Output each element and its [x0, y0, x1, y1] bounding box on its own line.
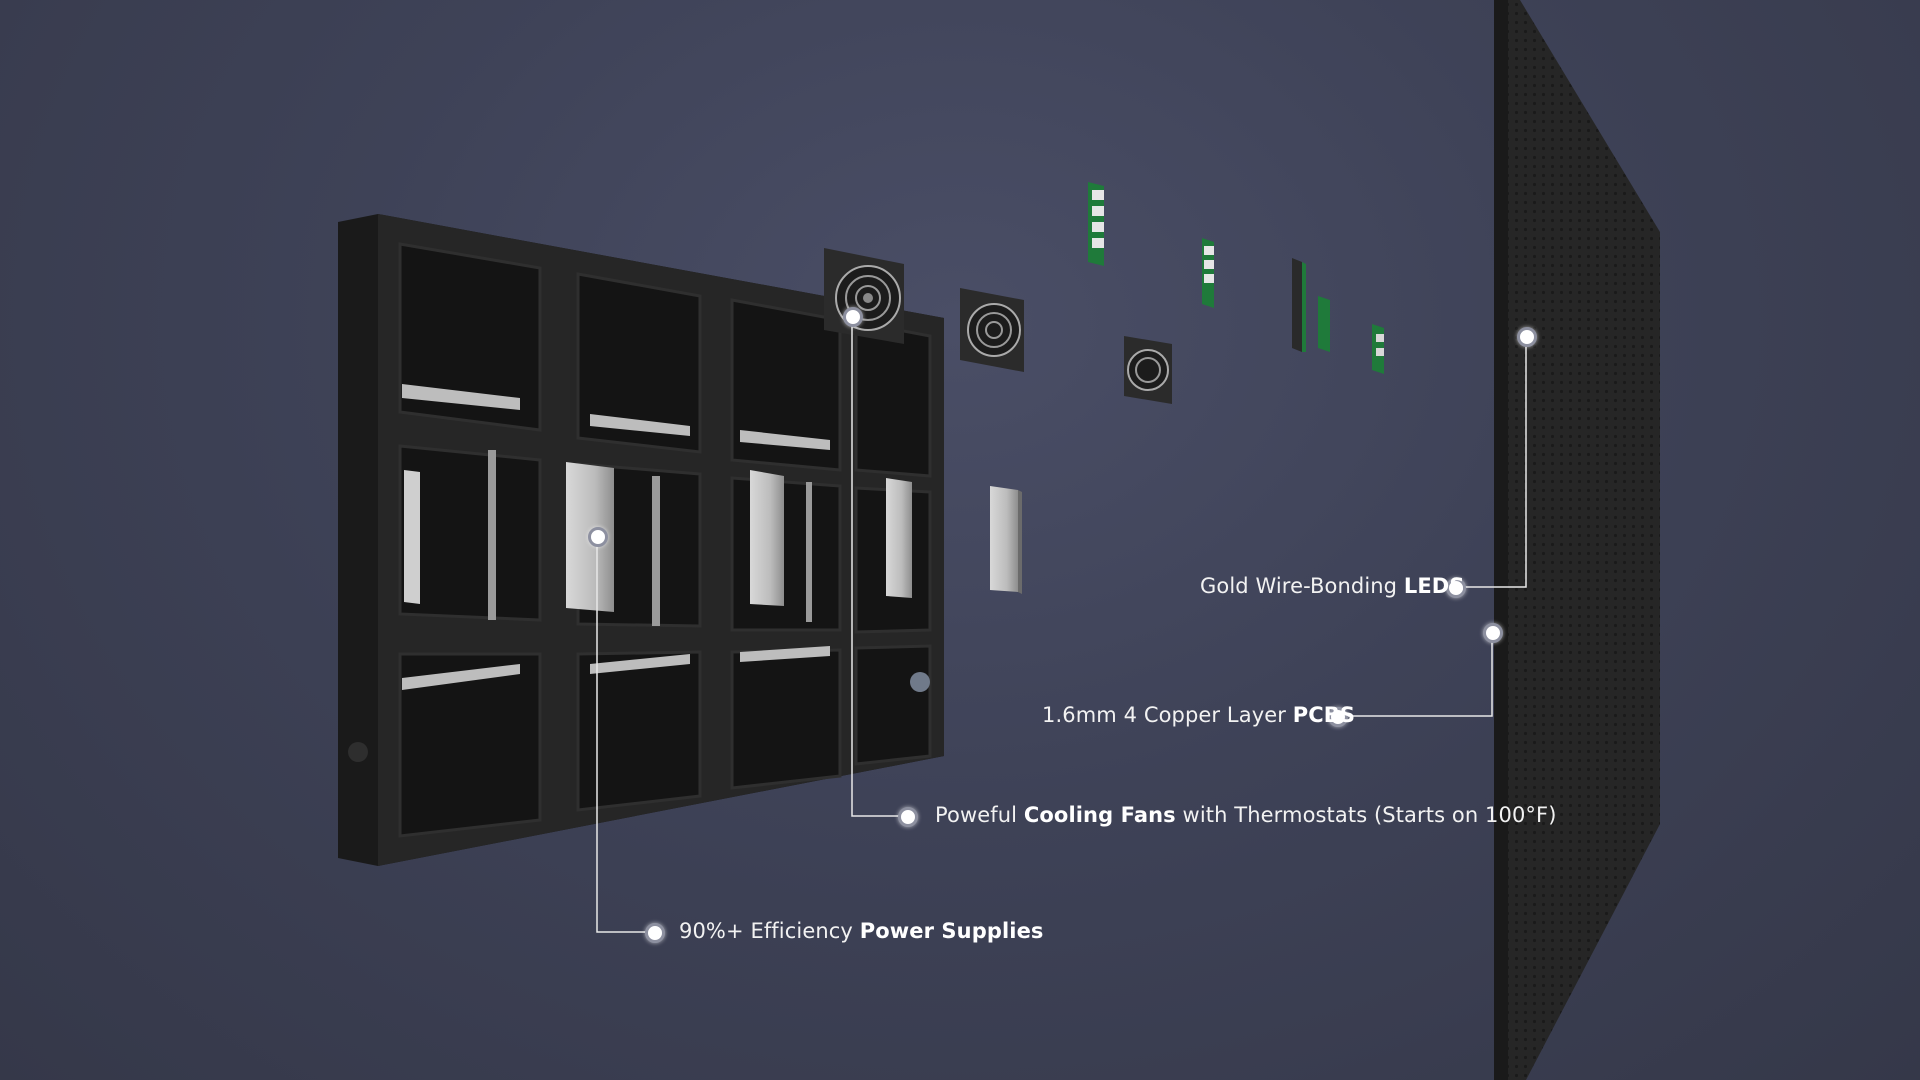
pcbs-callout-text: 1.6mm 4 Copper Layer	[1042, 703, 1293, 727]
fans-callout-post: with Thermostats (Starts on 100°F)	[1175, 803, 1557, 827]
pcb-boards	[1088, 182, 1384, 374]
power-callout-bold: Power Supplies	[859, 919, 1044, 943]
leds-callout-bold: LEDS	[1403, 574, 1465, 598]
cooling-fan-2	[960, 288, 1024, 372]
leds-callout-label: Gold Wire-Bonding LEDS	[1200, 574, 1465, 598]
pcbs-label-dot	[1328, 707, 1348, 727]
leds-anchor-dot	[1517, 327, 1537, 347]
fans-callout-label: Poweful Cooling Fans with Thermostats (S…	[935, 803, 1557, 827]
pcbs-callout-bold: PCBS	[1292, 703, 1356, 727]
cabinet-frame	[338, 214, 944, 866]
led-front-panel	[1494, 0, 1660, 1080]
power-anchor-dot	[588, 527, 608, 547]
cooling-fan-1	[824, 248, 904, 344]
leds-callout-text: Gold Wire-Bonding	[1200, 574, 1404, 598]
fans-label-dot	[898, 807, 918, 827]
power-supply-module	[990, 486, 1022, 594]
power-label-dot	[645, 923, 665, 943]
leds-label-dot	[1446, 578, 1466, 598]
power-callout-label: 90%+ Efficiency Power Supplies	[679, 919, 1044, 943]
pcbs-anchor-dot	[1483, 623, 1503, 643]
fans-callout-pre: Poweful	[935, 803, 1024, 827]
power-callout-pre: 90%+ Efficiency	[679, 919, 860, 943]
fans-anchor-dot	[843, 307, 863, 327]
fans-callout-bold: Cooling Fans	[1023, 803, 1176, 827]
pcbs-callout-label: 1.6mm 4 Copper Layer PCBS	[1042, 703, 1355, 727]
cooling-fan-3	[1124, 336, 1172, 404]
leader-lines	[596, 316, 1527, 933]
